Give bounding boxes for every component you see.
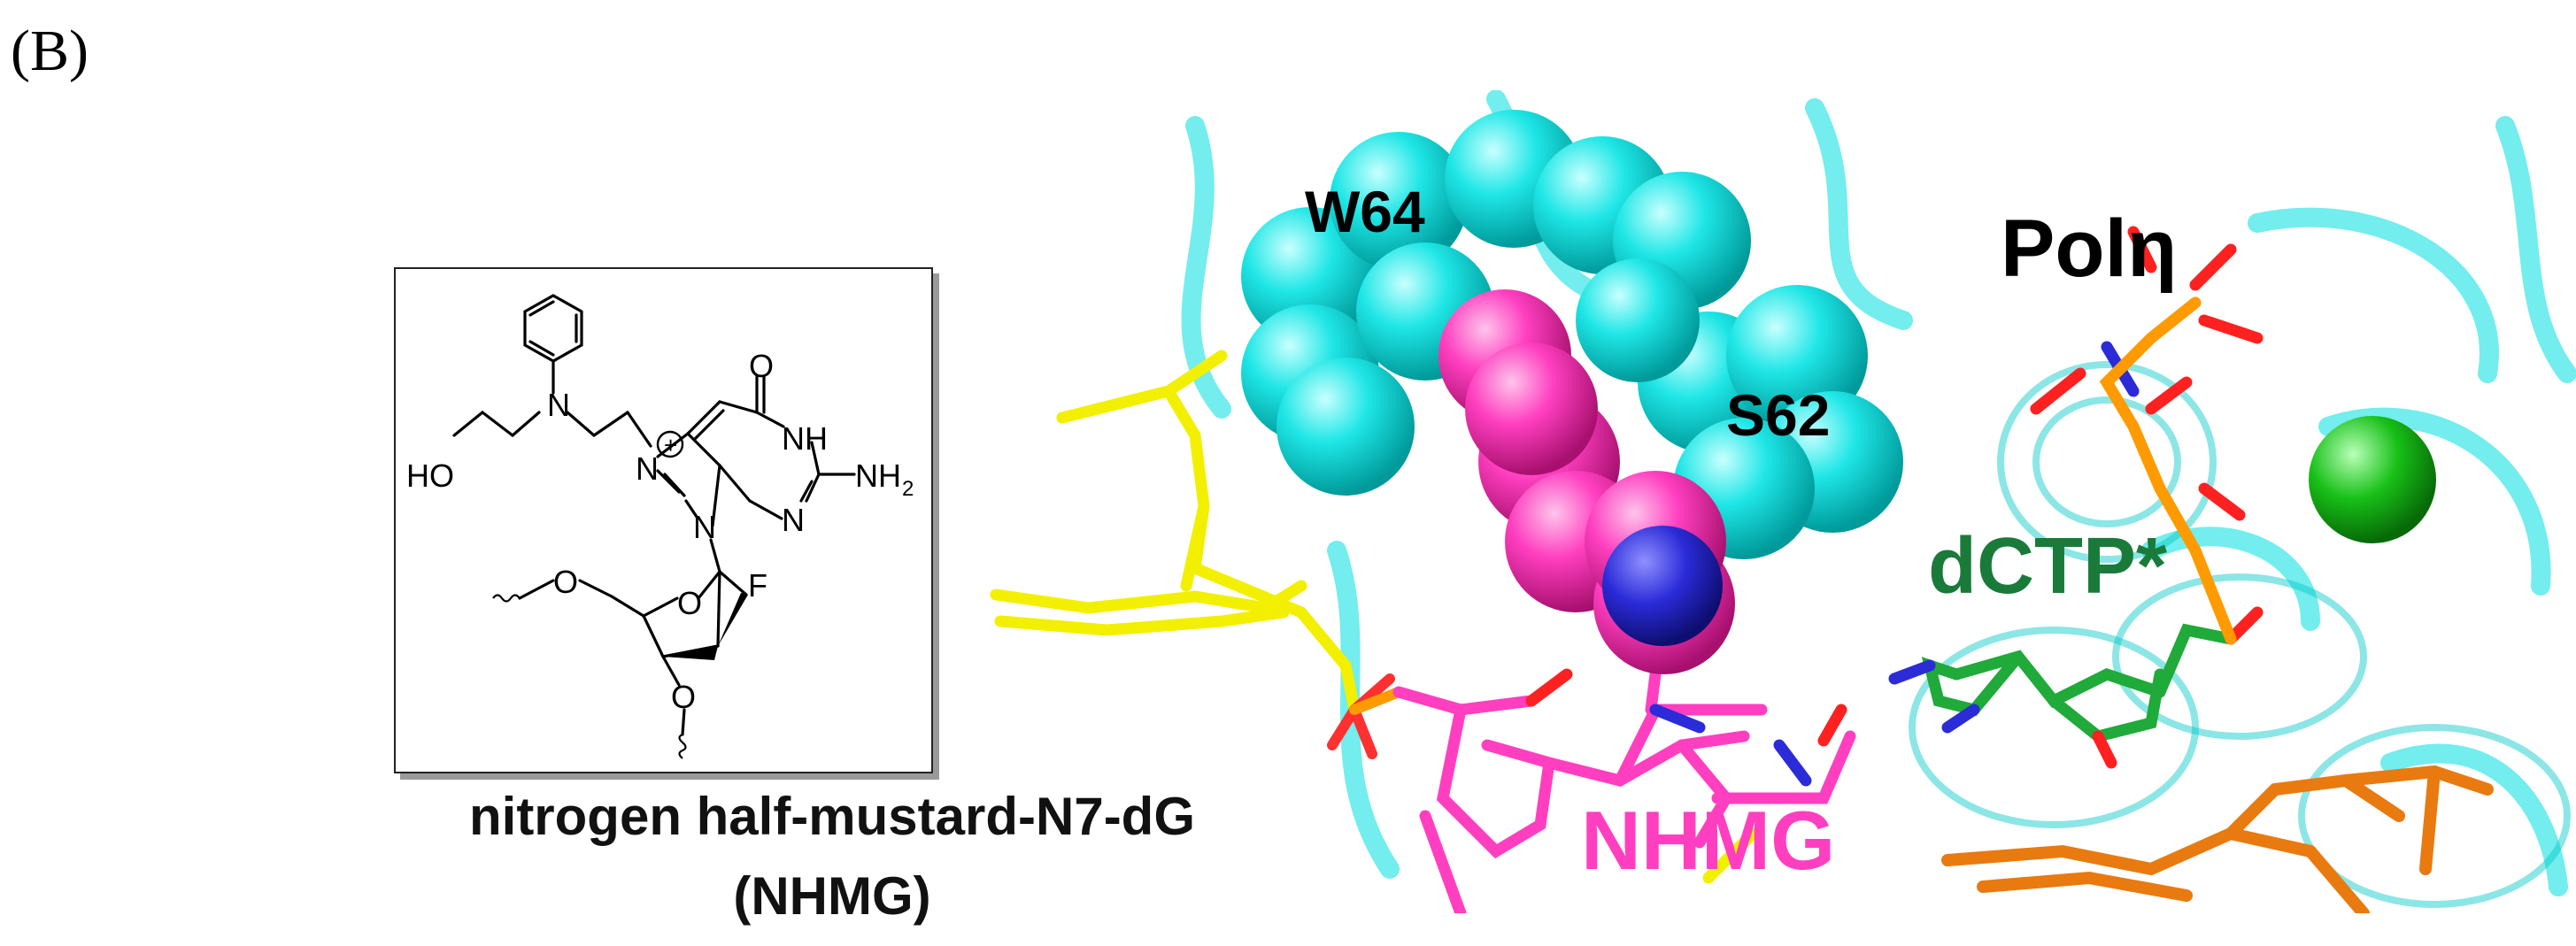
- atom-f: F: [748, 567, 767, 604]
- chemical-structure-box: N HO N + N O NH NH 2 N O F O O: [394, 267, 933, 773]
- structure-caption: nitrogen half-mustard-N7-dG: [469, 787, 1195, 846]
- atom-n9: N: [693, 509, 716, 545]
- atom-n-amine: N: [547, 387, 570, 423]
- primer-strand: [1941, 765, 2494, 913]
- label-pol-eta: Polη: [2001, 204, 2177, 294]
- atom-o-carbonyl: O: [749, 348, 774, 384]
- atom-o-sugar: O: [677, 585, 702, 621]
- nitrogen-sphere: [1602, 526, 1723, 646]
- atom-o5: O: [553, 564, 578, 600]
- atom-ho: HO: [406, 458, 454, 494]
- chemical-structure: N HO N + N O NH NH 2 N O F O O: [406, 294, 914, 759]
- atom-nh2-subscript: 2: [902, 477, 914, 501]
- atom-nh: NH: [782, 420, 828, 457]
- atom-n7: N: [636, 450, 659, 487]
- atom-n-ring: N: [782, 502, 805, 538]
- label-w64: W64: [1305, 179, 1425, 244]
- dna-strand: [990, 350, 1759, 884]
- metal-ion-sphere: [2309, 416, 2436, 543]
- atom-n-plus: +: [664, 432, 677, 458]
- panel-label: (B): [11, 19, 89, 83]
- protein-cartoon: [1181, 90, 2576, 896]
- dctp-sticks: [1921, 623, 2237, 743]
- structure-caption-abbrev: (NHMG): [733, 866, 931, 926]
- atom-nh2: NH: [855, 458, 901, 494]
- label-dctp: dCTP*: [1928, 522, 2167, 611]
- label-nhmg: NHMG: [1581, 794, 1835, 887]
- label-s62: S62: [1726, 382, 1830, 448]
- molecular-model: W64 S62 Polη dCTP* NHMG: [990, 90, 2576, 913]
- atom-o3: O: [671, 679, 696, 715]
